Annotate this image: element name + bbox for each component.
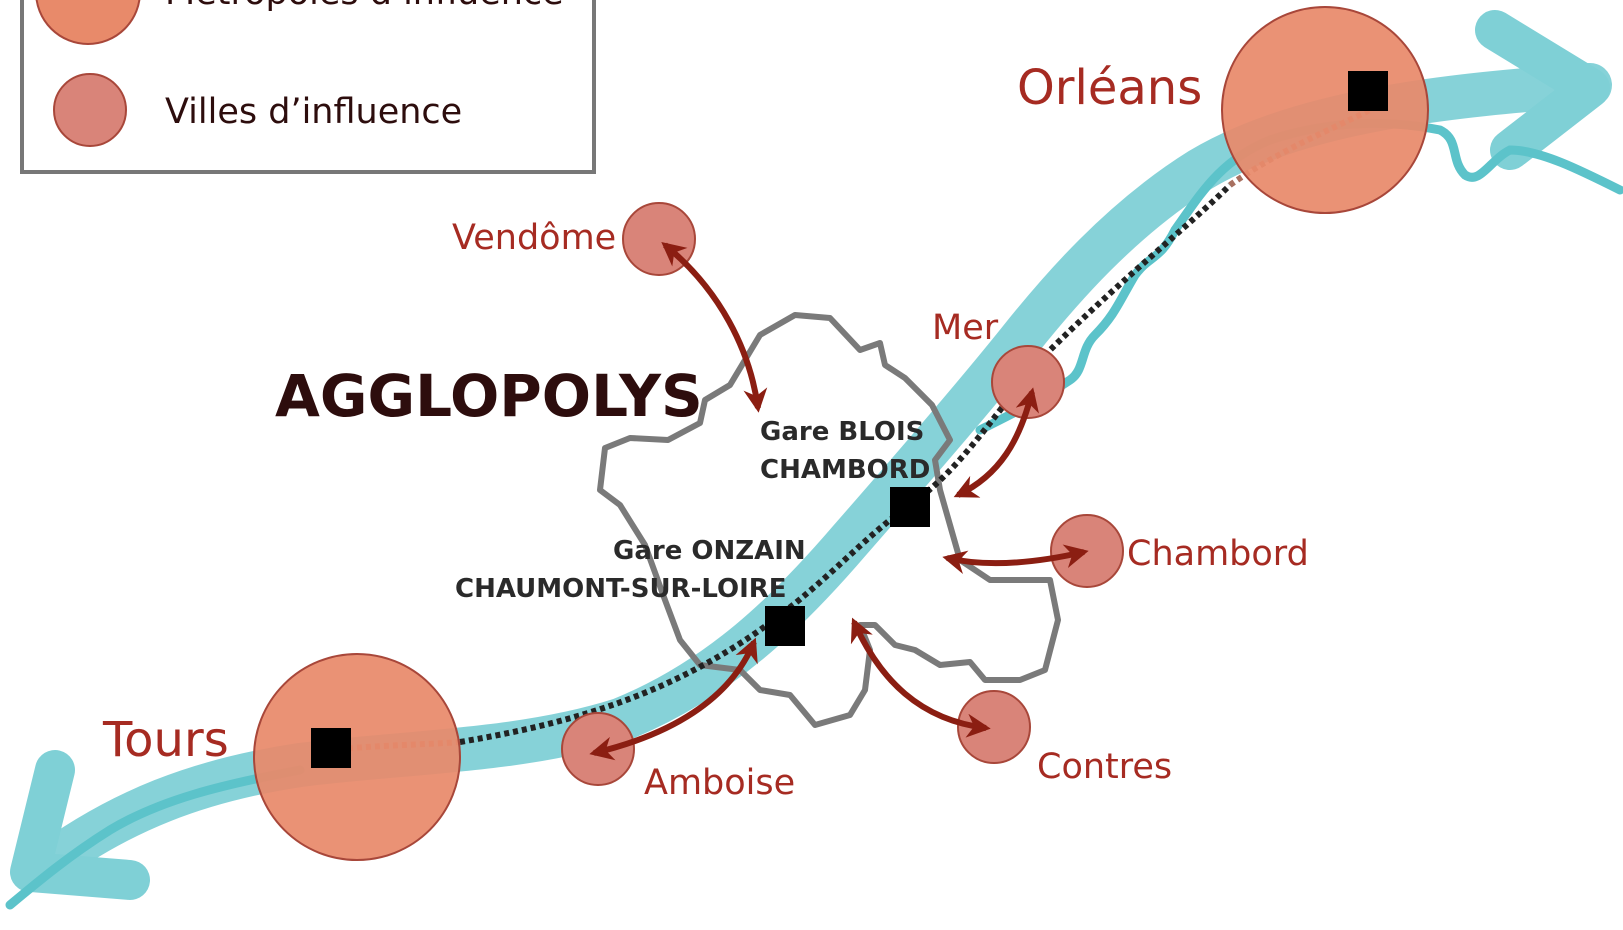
arrow-chambord xyxy=(942,544,1089,575)
station-label-blois-line1: Gare BLOIS xyxy=(760,417,924,447)
station-label-blois-line2: CHAMBORD xyxy=(760,455,930,485)
station-label-onzain-line2: CHAUMONT-SUR-LOIRE xyxy=(455,574,787,604)
label-orleans: Orléans xyxy=(1017,60,1202,116)
legend: Métropoles d’influence Villes d’influenc… xyxy=(20,0,596,174)
legend-item-metropoles: Métropoles d’influence xyxy=(165,0,564,13)
arrow-mer xyxy=(953,387,1039,498)
station-tours xyxy=(311,728,351,768)
river-channel-west xyxy=(5,765,305,910)
metropole-circle-orleans xyxy=(1221,6,1429,214)
metropole-circle-tours xyxy=(253,653,461,861)
legend-item-villes: Villes d’influence xyxy=(165,92,462,132)
legend-ville-symbol xyxy=(53,73,127,147)
arrow-contres xyxy=(850,617,991,738)
label-chambord: Chambord xyxy=(1127,534,1309,574)
river-arrow-east xyxy=(1475,10,1610,170)
river-arrow-west xyxy=(10,750,150,900)
legend-metropole-symbol xyxy=(35,0,141,45)
station-blois xyxy=(890,487,930,527)
station-onzain xyxy=(765,606,805,646)
label-tours: Tours xyxy=(102,712,229,768)
label-vendome: Vendôme xyxy=(452,218,616,258)
label-mer: Mer xyxy=(932,308,999,348)
station-label-onzain-line1: Gare ONZAIN xyxy=(613,536,806,566)
label-amboise: Amboise xyxy=(644,763,795,803)
arrow-amboise xyxy=(589,637,758,761)
ville-circle-chambord xyxy=(1050,514,1124,588)
arrow-vendome xyxy=(661,241,768,413)
label-contres: Contres xyxy=(1037,747,1172,787)
influence-arrows xyxy=(589,241,1089,761)
station-orleans xyxy=(1348,71,1388,111)
map-title: AGGLOPOLYS xyxy=(275,362,703,430)
